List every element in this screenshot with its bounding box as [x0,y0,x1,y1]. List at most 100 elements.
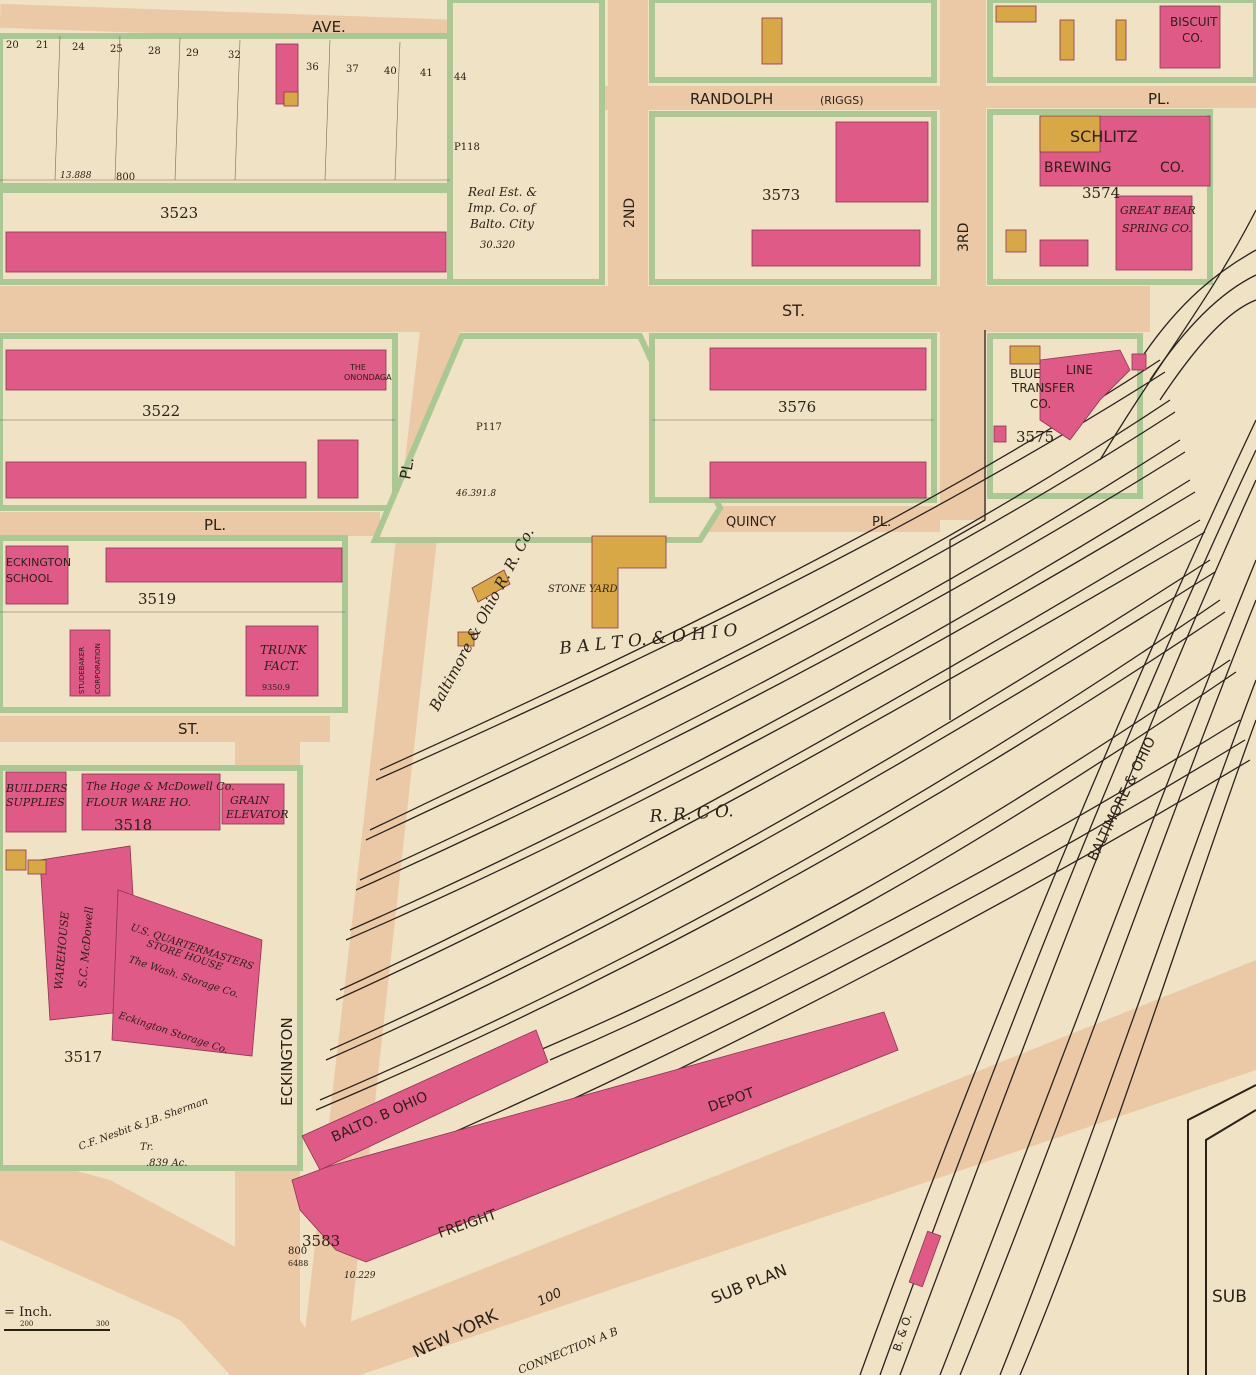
randolph-street [600,86,940,110]
lot-number: 41 [420,68,433,79]
track [375,371,1166,781]
parcel-label: P117 [476,422,502,433]
flour-label: FLOUR WARE HO. [85,796,191,809]
second-st-label: 2ND [622,198,638,228]
line-label: LINE [1066,363,1093,377]
onondaga-the: THE [349,363,366,372]
quincy-label: QUINCY [726,515,776,530]
frame-building [27,859,47,875]
sub-label: SUB [1212,1287,1247,1307]
freight-depot-building [291,1011,899,1263]
track [539,659,1231,1051]
lot-number: 20 [6,40,19,51]
lot-number: 44 [454,72,467,83]
grain-label: GRAIN [230,794,269,807]
main-st-street [0,286,1150,332]
block-top-mid [649,0,937,83]
quartermasters-building [111,889,263,1057]
real-est-area: 30.320 [480,240,516,251]
rowhouses-3574 [1039,239,1089,267]
randolph-pl-label: PL. [1148,90,1170,108]
track [1019,719,1256,1375]
third-st-label: 3RD [956,223,972,252]
frame-building [5,849,27,871]
square-3523: 3523 [160,204,198,222]
pl-vertical-street [300,330,460,1375]
rowhouses-3519 [105,547,343,583]
stone-yard-label: STONE YARD [548,584,618,595]
rowhouses-3573 [751,229,921,267]
track [899,479,1256,1375]
spring-co-label: SPRING CO. [1122,222,1192,235]
area-label: 800 [116,172,135,183]
lot-line [234,39,241,181]
sub-plan-frame [1187,1084,1256,1375]
blue-label: BLUE [1010,367,1041,381]
track [355,451,1186,891]
area-label: 46.391.8 [455,489,496,499]
rowhouses-3522 [5,349,387,391]
lot-line [324,39,331,181]
schlitz-frame [1039,115,1101,153]
biscuit-co-building [1159,5,1221,69]
track [999,679,1256,1375]
sub-plan-border [1187,1084,1256,1375]
square-3576: 3576 [778,398,816,416]
track [365,411,1176,841]
riggs-label: (RIGGS) [820,94,864,107]
onondaga-label: ONONDAGA [344,373,392,382]
lot-number: 40 [384,66,397,77]
block-real-estate [447,0,605,285]
brick-building [835,121,929,203]
lot-number: 24 [72,42,85,53]
track [379,359,1161,771]
lot-number: 25 [110,44,123,55]
track [1139,249,1256,361]
real-est-label: Real Est. & [467,185,537,199]
randolph-label: RANDOLPH [690,90,773,108]
scale-mark-a: 200 [20,1320,33,1328]
corporation-label: CORPORATION [94,643,102,694]
second-street [608,0,648,300]
scale-bar: = Inch. 200 300 [4,1305,110,1331]
track [939,559,1256,1375]
square-3522: 3522 [142,402,180,420]
track [339,519,1201,991]
builders-label: BUILDERS [5,782,68,795]
elevator-label: ELEVATOR [225,808,289,821]
frame-building [995,5,1037,23]
square-3575: 3575 [1016,428,1054,446]
track [319,599,1221,1101]
brewing-label: BREWING [1044,160,1111,176]
fact-label: FACT. [263,659,299,673]
ave-label: AVE. [312,18,346,36]
lot-line [54,35,61,181]
frame-building [457,631,475,647]
eckington-label: ECKINGTON [278,1017,296,1106]
schlitz-label: SCHLITZ [1070,127,1138,146]
frame-building [471,569,511,603]
real-est-label-3: Balto. City [469,217,534,231]
square-3518: 3518 [114,816,152,834]
square-3583: 3583 [302,1232,340,1250]
lot-number: 28 [148,46,161,57]
trunk-factory-building [245,625,319,697]
lower-st-label: ST. [178,720,200,738]
diagonal-lower-left-street [0,1150,320,1375]
sub-plan-border [1205,1109,1256,1375]
hoge-mcdowell-building [81,773,221,831]
pl-left-label: PL. [204,516,226,534]
quincy-pl-label: PL. [872,515,891,530]
square-3519: 3519 [138,590,176,608]
nesbit-tr-label: Tr. [140,1142,154,1153]
lot-line [114,35,121,181]
frame-building [761,17,783,65]
scale-label: = Inch. [4,1305,52,1320]
track [329,559,1211,1051]
eckington-school-label: ECKINGTON [6,556,71,569]
school-label: SCHOOL [6,572,53,585]
area-label: 13.888 [60,171,92,181]
real-est-label-2: Imp. Co. of [467,201,537,215]
frame-building [1059,19,1075,61]
